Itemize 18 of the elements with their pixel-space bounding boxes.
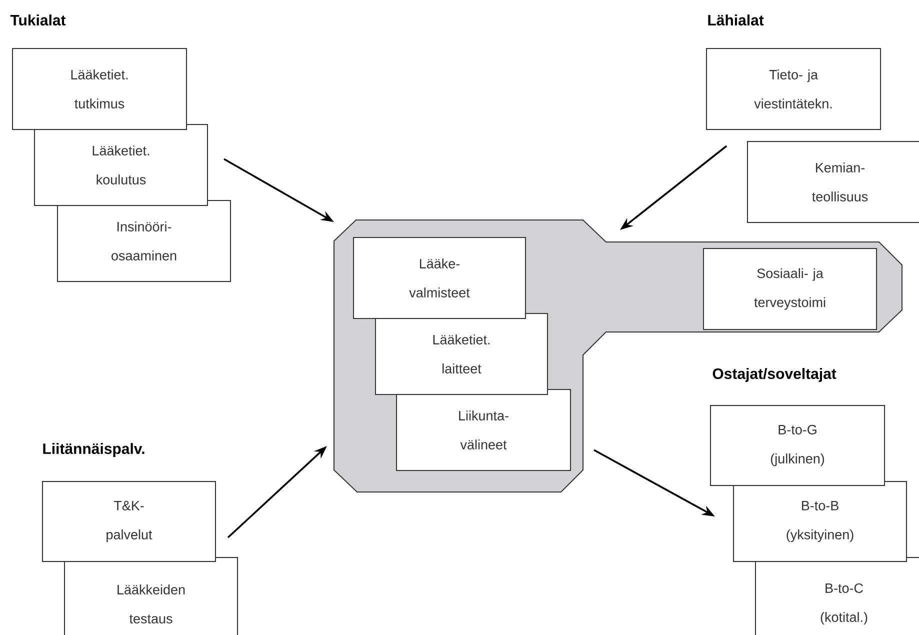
process-box: T&K- palvelut (42, 481, 216, 562)
process-box: Lääketiet. tutkimus (12, 48, 187, 130)
process-box: Tieto- ja viestintätekn. (706, 48, 881, 130)
inner-box: Liikunta- välineet (396, 389, 571, 471)
process-box: Kemian- teollisuus (747, 141, 919, 223)
group-heading: Liitännäispalv. (43, 443, 144, 457)
process-box: B-to-C (kotital.) (755, 557, 919, 635)
process-box: Lääketiet. koulutus (34, 124, 208, 206)
group-heading: Tukialat (10, 14, 66, 26)
process-box: Lääkkeiden testaus (64, 557, 238, 635)
inner-box: Lääke- valmisteet (353, 237, 526, 319)
group-heading: Lähialat (708, 14, 764, 26)
inner-box: Lääketiet. laitteet (375, 313, 548, 395)
process-box: B-to-G (julkinen) (710, 405, 885, 486)
process-box: B-to-B (yksityinen) (733, 481, 907, 562)
inner-box: Sosiaali- ja terveystoimi (703, 248, 877, 330)
process-box: Insinööri- osaaminen (57, 200, 231, 282)
group-heading: Ostajat/soveltajat (712, 368, 836, 382)
